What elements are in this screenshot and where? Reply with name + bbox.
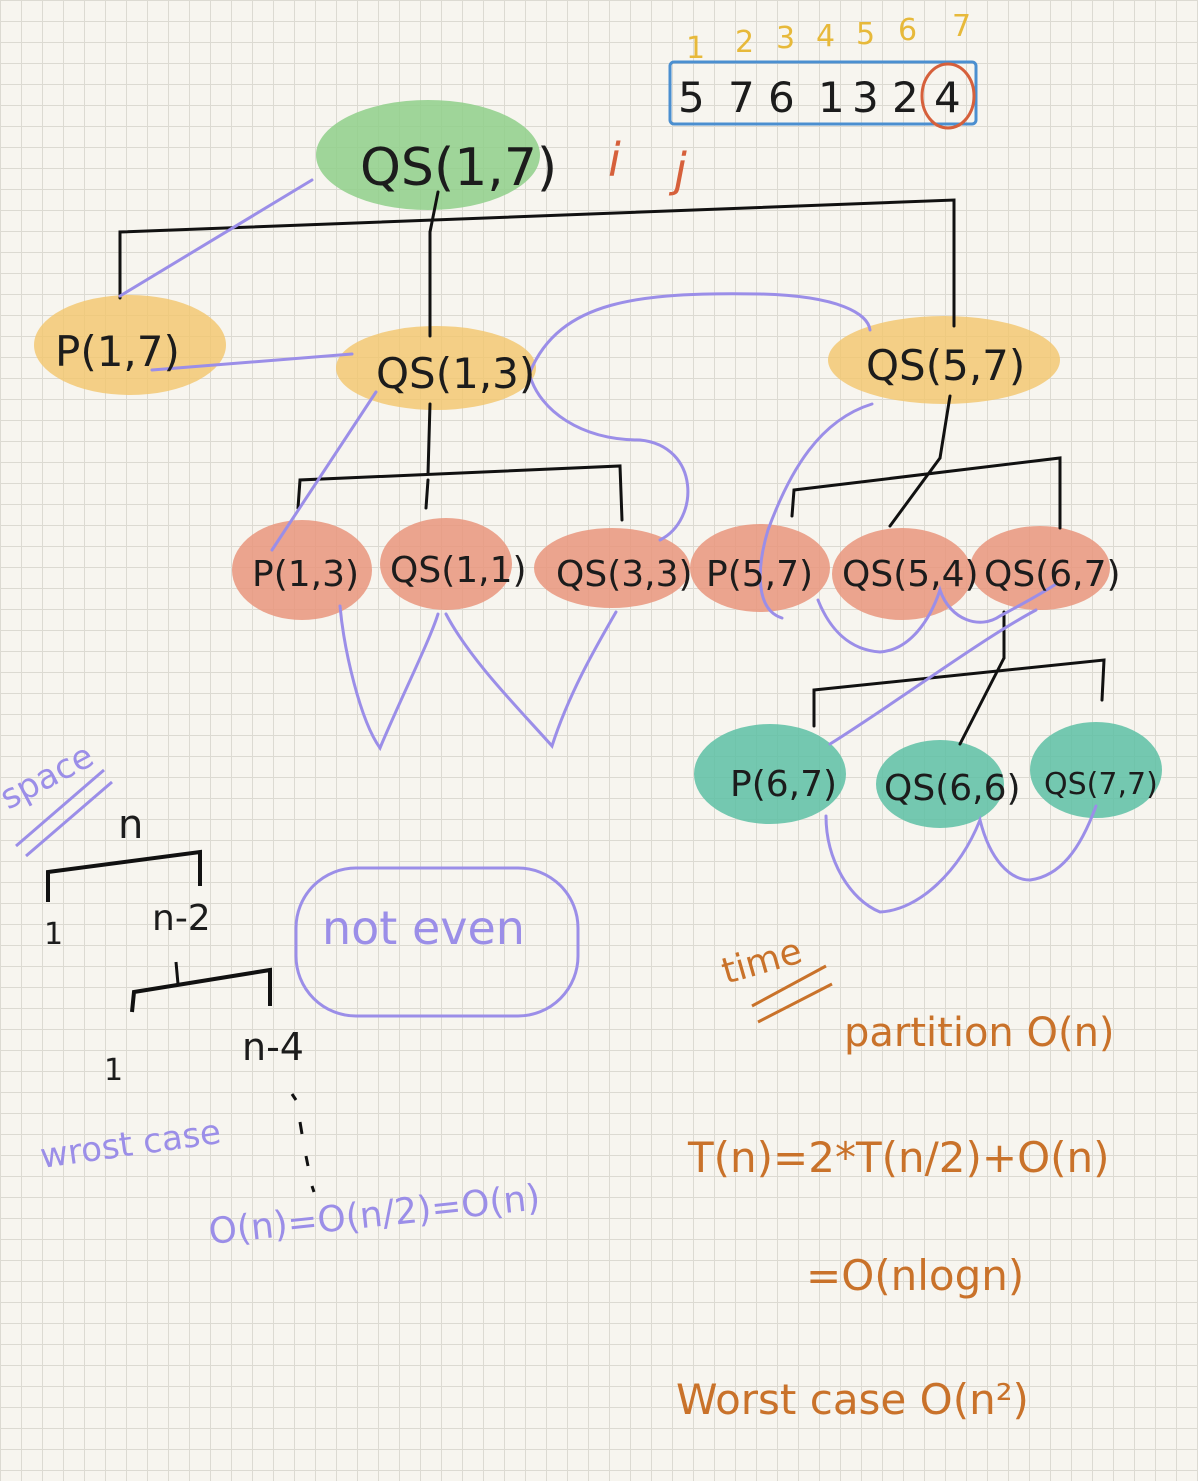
space-n: n bbox=[118, 802, 143, 848]
qs57-highlight bbox=[828, 316, 1060, 404]
space-one-2: 1 bbox=[104, 1053, 123, 1088]
space-n-minus-2: n-2 bbox=[152, 898, 211, 939]
space-n-minus-4: n-4 bbox=[242, 1025, 304, 1069]
qs66-highlight bbox=[876, 740, 1004, 828]
p17-highlight bbox=[34, 295, 226, 395]
array-value: 1 bbox=[818, 73, 845, 122]
time-worst: Worst case O(n²) bbox=[676, 1375, 1029, 1424]
node-root: QS(1,7) bbox=[360, 138, 557, 198]
array-value: 3 bbox=[852, 73, 879, 122]
array-index: 2 bbox=[735, 25, 754, 60]
time-result: =O(nlogn) bbox=[806, 1251, 1024, 1300]
node-qs13: QS(1,3) bbox=[376, 349, 535, 398]
space-bracket-2 bbox=[130, 967, 272, 1013]
array-index: 6 bbox=[898, 13, 917, 48]
node-qs67: QS(6,7) bbox=[984, 554, 1121, 595]
worst-case-label: wrost case bbox=[38, 1112, 224, 1177]
space-one-1: 1 bbox=[44, 917, 63, 952]
tree-connectors bbox=[118, 190, 1106, 746]
array-index: 3 bbox=[776, 21, 795, 56]
p13-highlight bbox=[232, 520, 372, 620]
root-highlight bbox=[316, 100, 540, 210]
space-tick bbox=[174, 961, 180, 985]
highlight-blobs bbox=[34, 100, 1162, 828]
time-underline bbox=[751, 964, 833, 1024]
qs11-highlight bbox=[380, 518, 512, 610]
node-p57: P(5,7) bbox=[706, 554, 813, 595]
space-complexity: O(n)=O(n/2)=O(n) bbox=[207, 1177, 543, 1253]
node-qs57: QS(5,7) bbox=[866, 341, 1025, 390]
array-value: 2 bbox=[892, 73, 919, 122]
array-group: 1 2 3 4 5 6 7 5 7 6 1 3 2 4 i j bbox=[608, 9, 978, 197]
array-value: 4 bbox=[934, 73, 961, 122]
qs13-highlight bbox=[336, 326, 536, 410]
traversal-curves bbox=[118, 178, 1098, 914]
time-section: time partition O(n) T(n)=2*T(n/2)+O(n) =… bbox=[676, 931, 1115, 1424]
node-qs77: QS(7,7) bbox=[1044, 767, 1158, 802]
array-value: 5 bbox=[678, 73, 705, 122]
qs77-highlight bbox=[1030, 722, 1162, 818]
pointer-i: i bbox=[608, 133, 621, 187]
space-underline bbox=[15, 768, 113, 858]
node-p67: P(6,7) bbox=[730, 764, 837, 805]
not-even-text: not even bbox=[322, 901, 525, 955]
space-dots bbox=[290, 1093, 316, 1193]
node-qs66: QS(6,6) bbox=[884, 768, 1021, 809]
array-value: 6 bbox=[768, 73, 795, 122]
time-recurrence: T(n)=2*T(n/2)+O(n) bbox=[687, 1133, 1110, 1182]
not-even-bubble bbox=[294, 866, 580, 1018]
time-partition: partition O(n) bbox=[844, 1010, 1115, 1056]
node-qs11: QS(1,1) bbox=[390, 550, 527, 591]
tree-labels: QS(1,7) P(1,7) QS(1,3) QS(5,7) P(1,3) QS… bbox=[55, 138, 1158, 809]
array-value: 7 bbox=[728, 73, 755, 122]
pivot-circle bbox=[920, 62, 976, 130]
p67-highlight bbox=[694, 724, 846, 824]
space-bracket-1 bbox=[46, 849, 202, 902]
array-index: 4 bbox=[816, 19, 835, 54]
node-qs33: QS(3,3) bbox=[556, 554, 693, 595]
node-qs54: QS(5,4) bbox=[842, 554, 979, 595]
array-index: 1 bbox=[686, 31, 705, 66]
node-p17: P(1,7) bbox=[55, 327, 180, 376]
qs67-highlight bbox=[970, 526, 1110, 610]
array-index: 7 bbox=[952, 9, 971, 44]
pointer-j: j bbox=[668, 143, 687, 197]
array-box bbox=[668, 60, 978, 126]
space-section: space n 1 n-2 1 n-4 not even wrost case … bbox=[0, 736, 580, 1253]
node-p13: P(1,3) bbox=[252, 554, 359, 595]
qs33-highlight bbox=[534, 528, 690, 608]
array-index: 5 bbox=[856, 17, 875, 52]
